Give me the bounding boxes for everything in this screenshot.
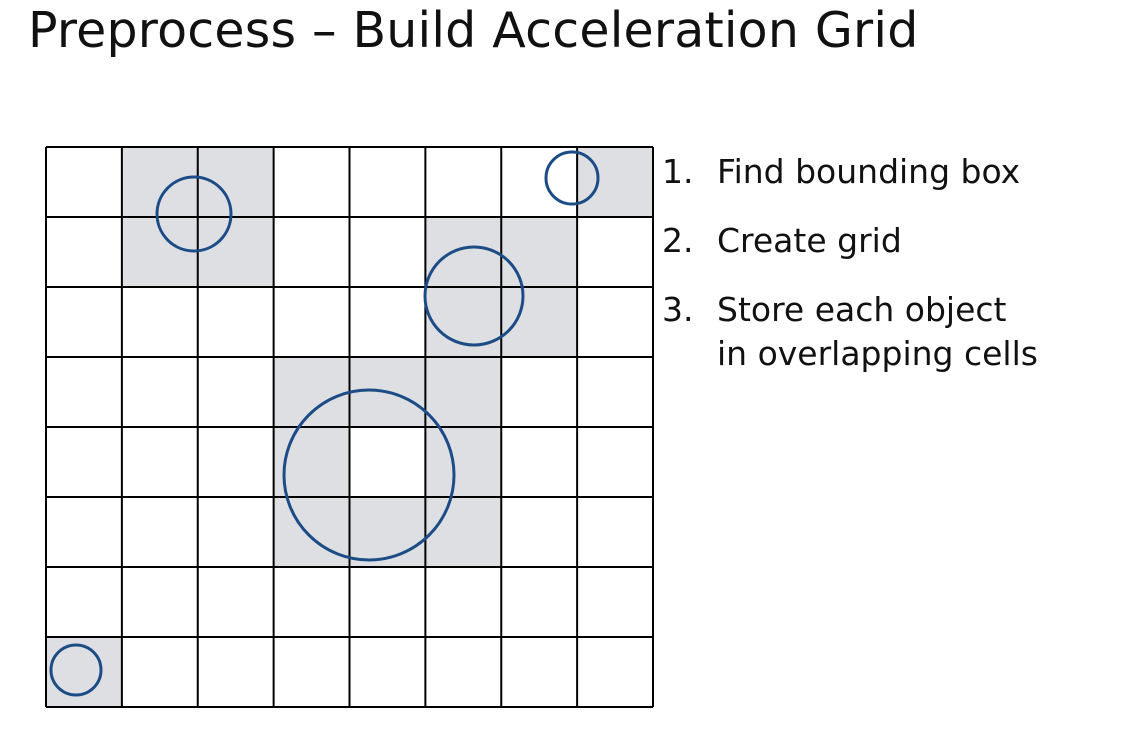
object-circle [423, 245, 525, 347]
shaded-cell [425, 287, 502, 357]
step-number: 3. [662, 290, 694, 329]
objects [49, 150, 600, 697]
object-circle [282, 388, 456, 562]
shaded-cell [425, 497, 502, 567]
shaded-cell [425, 357, 502, 427]
shaded-cell [501, 217, 578, 287]
shaded-cell [273, 357, 350, 427]
step-item: 3. Store each object in overlapping cell… [662, 288, 1038, 376]
shaded-cell [121, 147, 198, 217]
shaded-cell [425, 427, 502, 497]
step-item: 2. Create grid [662, 219, 1038, 263]
shaded-cell [273, 497, 350, 567]
step-text: Create grid [717, 221, 902, 260]
slide-title: Preprocess – Build Acceleration Grid [28, 2, 919, 59]
shaded-cell [349, 497, 426, 567]
shaded-cell [46, 637, 122, 707]
step-number: 2. [662, 221, 694, 260]
shaded-cell [197, 147, 274, 217]
object-circle [155, 175, 233, 253]
object-circle [49, 643, 103, 697]
step-text: Find bounding box [717, 152, 1021, 191]
grid-lines [45, 146, 654, 708]
shaded-cells [46, 147, 653, 707]
shaded-cell [425, 217, 502, 287]
shaded-cell [501, 287, 578, 357]
object-circle [544, 150, 600, 206]
steps-list: 1. Find bounding box 2. Create grid 3. S… [662, 150, 1038, 401]
step-number: 1. [662, 152, 694, 191]
shaded-cell [197, 217, 274, 287]
step-item: 1. Find bounding box [662, 150, 1038, 194]
step-text: Store each object in overlapping cells [717, 290, 1038, 373]
